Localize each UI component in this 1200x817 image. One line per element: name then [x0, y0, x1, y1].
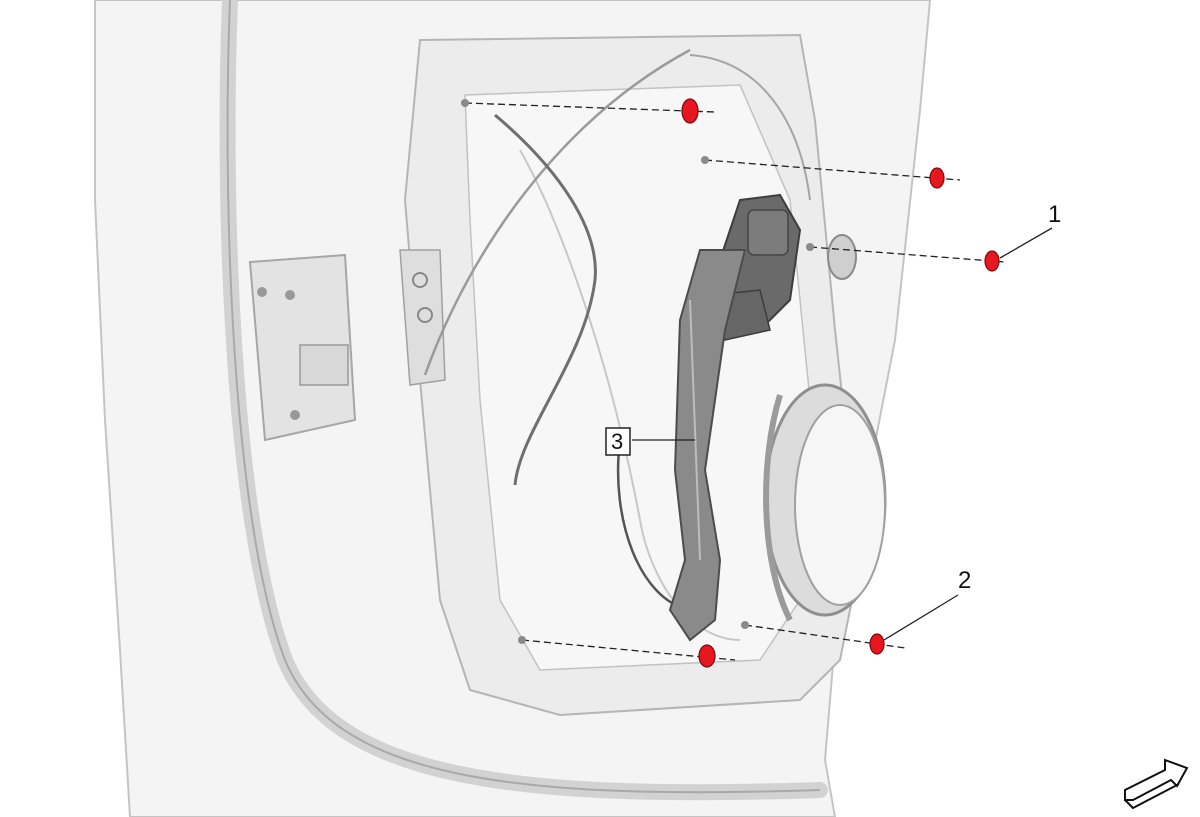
fastener-nut: [869, 633, 885, 655]
callout-label-3-box: 3: [605, 427, 631, 456]
access-hole: [827, 234, 857, 280]
callout-leaders: [632, 227, 1053, 641]
regulator-cables: [423, 48, 811, 612]
callout-label-3: 3: [611, 429, 623, 454]
callout-label-1: 1: [1048, 201, 1061, 228]
stud-markers: [461, 99, 814, 644]
fastener-nut: [929, 167, 945, 189]
speaker-mount-ring: [763, 383, 887, 622]
fasteners: [681, 98, 1000, 668]
callout-label-2: 2: [958, 567, 971, 594]
window-regulator: [668, 193, 802, 642]
fastener-nut: [681, 98, 699, 124]
inner-door-frame: [403, 33, 862, 717]
view-direction-arrow-icon: [1124, 758, 1189, 810]
fastener-nut: [984, 250, 1000, 272]
fastener-nut: [698, 644, 716, 668]
